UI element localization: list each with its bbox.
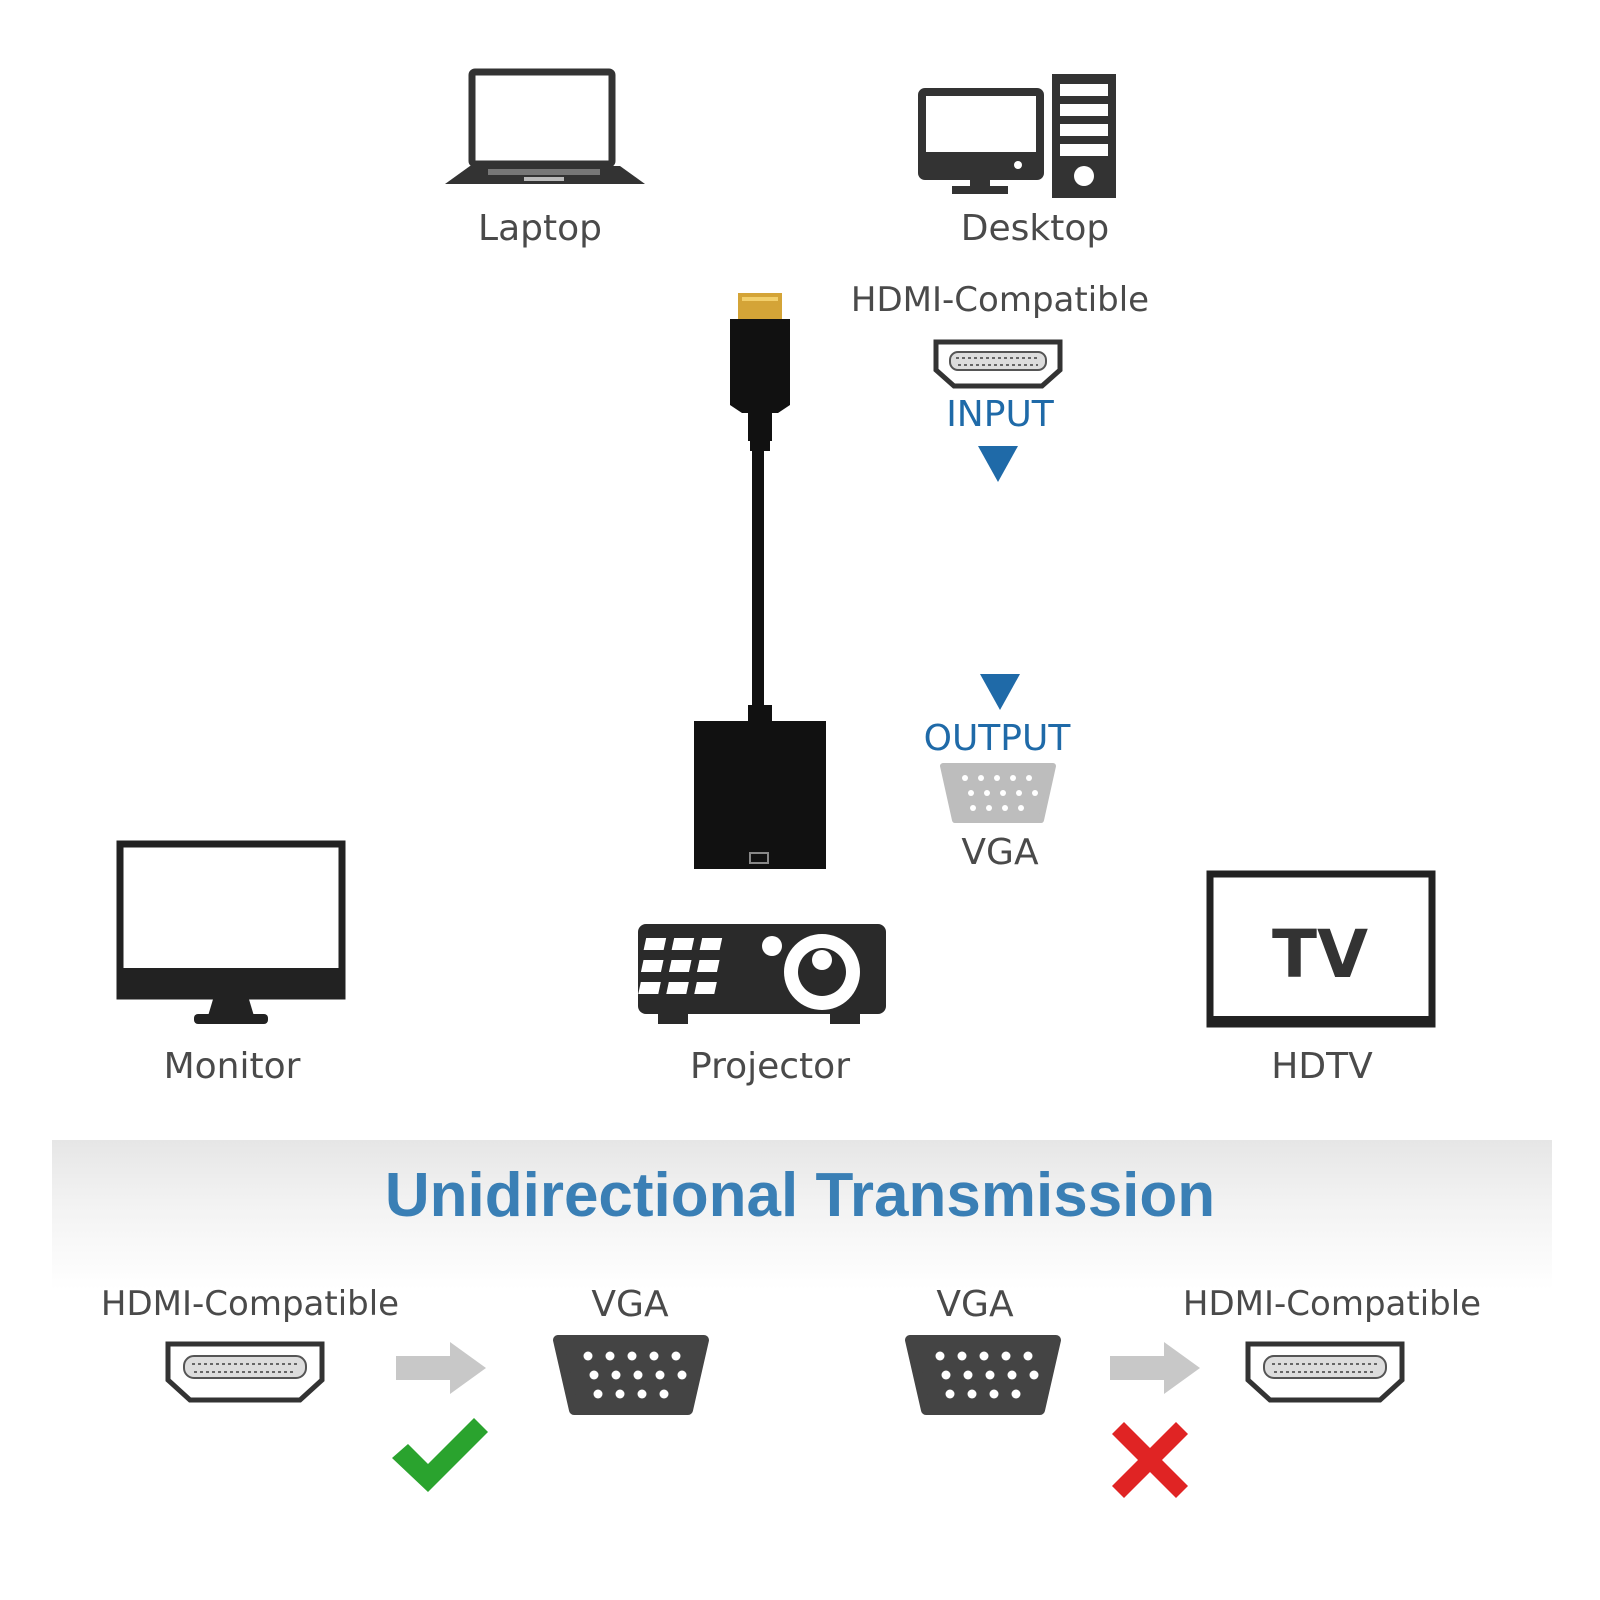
title-band <box>52 1140 1552 1290</box>
tv-screen-text: TV <box>1271 916 1369 993</box>
arrow-down-icon <box>980 674 1020 710</box>
vga-port-icon <box>553 1335 709 1415</box>
input-label: INPUT <box>946 394 1054 435</box>
desktop-label: Desktop <box>960 208 1110 249</box>
hdmi-port-icon <box>1245 1341 1405 1403</box>
cross-icon <box>1112 1422 1188 1498</box>
projector-label: Projector <box>690 1046 850 1087</box>
hdtv-label: HDTV <box>1271 1046 1373 1087</box>
monitor-icon <box>116 840 346 1024</box>
projector-icon <box>638 924 886 1024</box>
laptop-label: Laptop <box>478 208 602 249</box>
unsupported-to-label: HDMI-Compatible <box>1182 1284 1482 1324</box>
input-port-label: HDMI-Compatible <box>850 280 1150 320</box>
hdmi-plug-icon <box>694 293 826 869</box>
arrow-right-icon <box>1110 1342 1200 1394</box>
laptop-icon <box>445 68 645 184</box>
unsupported-from-label: VGA <box>936 1284 1014 1325</box>
supported-from-label: HDMI-Compatible <box>100 1284 400 1324</box>
tv-icon <box>1206 870 1436 1028</box>
arrow-right-icon <box>396 1342 486 1394</box>
output-port-label: VGA <box>961 832 1039 873</box>
hdmi-port-icon <box>165 1341 325 1403</box>
arrow-down-icon <box>978 446 1018 482</box>
desktop-icon <box>918 74 1116 198</box>
transmission-title: Unidirectional Transmission <box>384 1161 1216 1230</box>
check-icon <box>392 1418 488 1492</box>
monitor-label: Monitor <box>163 1046 301 1087</box>
hdmi-port-icon <box>933 339 1063 389</box>
supported-to-label: VGA <box>591 1284 669 1325</box>
vga-port-icon <box>905 1335 1061 1415</box>
vga-port-icon <box>940 763 1056 823</box>
output-label: OUTPUT <box>923 718 1071 759</box>
